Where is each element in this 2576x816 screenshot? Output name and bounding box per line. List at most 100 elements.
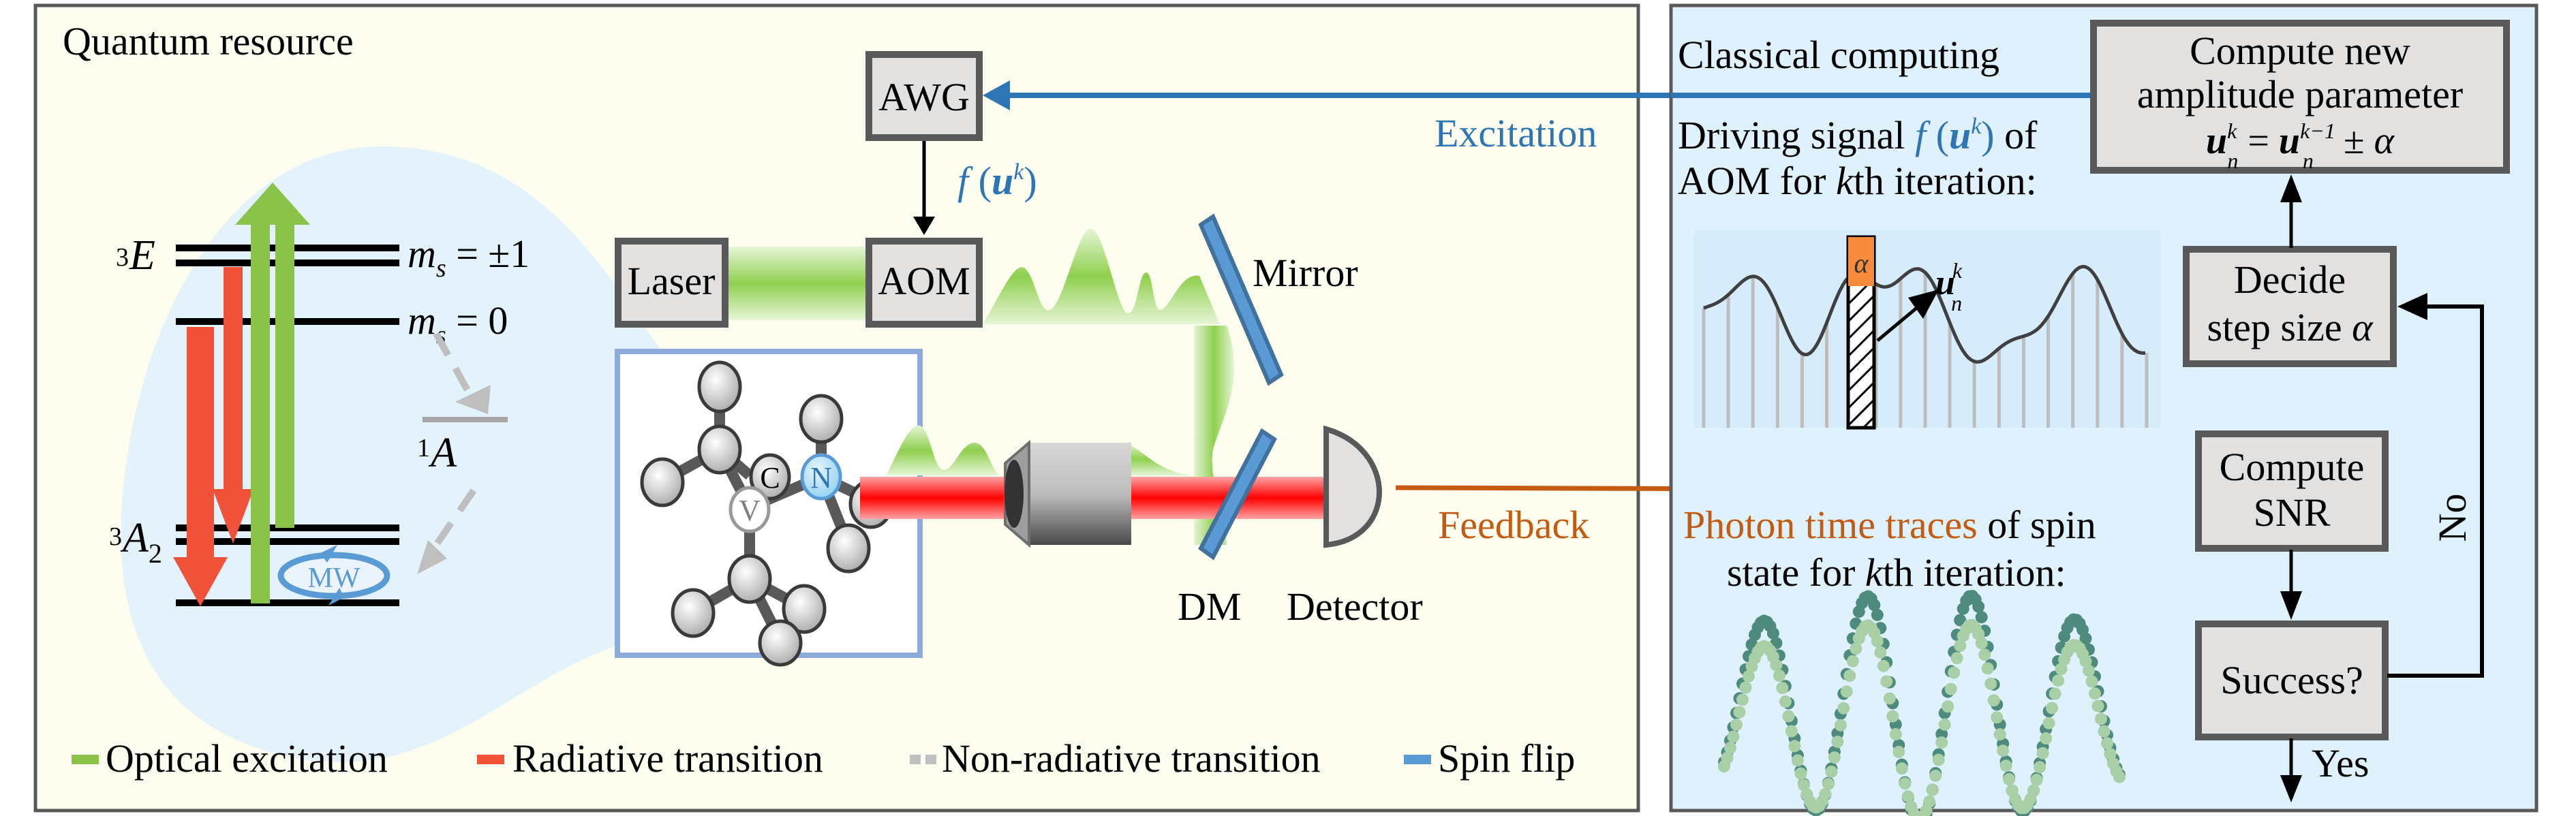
legend-label-optical: Optical excitation	[106, 736, 388, 781]
energy-level-diagram: 3 E ms = ±1 ms = 0 1 A 3 A2	[109, 183, 530, 606]
trace-point-light	[2030, 773, 2043, 786]
label-3A2-sup: 3	[109, 522, 122, 551]
trace-point-light	[1788, 740, 1801, 753]
no-loop-arrowhead	[2397, 293, 2427, 320]
trace-point-light	[1926, 783, 1939, 796]
trace-point-light	[1721, 751, 1734, 764]
trace-point-light	[2101, 737, 2113, 750]
trace-point-light	[1880, 675, 1893, 688]
trace-point-light	[1730, 718, 1743, 731]
trace-point-light	[1871, 635, 1884, 648]
trace-point-light	[1846, 655, 1859, 668]
classical-panel-title: Classical computing	[1678, 33, 1999, 77]
trace-point-light	[1944, 682, 1957, 695]
aom-box	[865, 238, 983, 328]
atom-label-v: V	[739, 494, 761, 527]
trace-point-light	[1889, 728, 1902, 740]
trace-point-dark	[1975, 611, 1988, 624]
non-radiative-arrows	[417, 332, 491, 574]
trace-point-light	[1877, 659, 1890, 672]
snr-line2: SNR	[2254, 490, 2331, 535]
snr-line1: Compute	[2220, 445, 2365, 489]
compute-new-amplitude-box	[2090, 20, 2510, 174]
trace-point-light	[2104, 748, 2117, 761]
laser-box	[615, 238, 729, 328]
trace-point-light	[1999, 759, 2012, 772]
trace-point-light	[1886, 710, 1899, 723]
compute-new-line1: Compute new	[2190, 29, 2410, 73]
drive-signal-label: f (uk)	[957, 159, 1037, 203]
trace-point-light	[2089, 687, 2101, 700]
non-radiative-path-1	[433, 332, 474, 397]
trace-point-light	[1981, 662, 1994, 675]
trace-point-light	[2036, 747, 2049, 759]
objective-lens	[1004, 439, 1131, 548]
success-label: Success?	[2220, 658, 2363, 702]
atom-h3	[799, 394, 844, 444]
decide-line2: step size α	[2207, 305, 2374, 349]
atom-h6	[671, 588, 716, 638]
u-pointer-arrowhead	[1908, 289, 1939, 319]
trace-point-light	[2042, 717, 2055, 729]
objective-aperture	[1005, 460, 1024, 528]
spin-flip-arrowhead-top	[320, 545, 337, 563]
label-3E: E	[129, 232, 155, 279]
trace-point-dark	[1871, 608, 1884, 621]
alpha-step-segment	[1848, 237, 1874, 286]
awg-to-aom-arrowhead	[913, 217, 935, 235]
atom-h8	[758, 619, 803, 667]
atom-c2	[727, 554, 772, 604]
trace-point-light	[1997, 744, 2010, 757]
waveform-background	[1694, 230, 2160, 428]
trace-point-dark	[1766, 627, 1779, 640]
driving-signal-text-line1: Driving signal f (uk) of	[1678, 113, 2038, 157]
modulated-beam-top	[983, 228, 1220, 324]
trace-point-light	[1791, 754, 1804, 767]
legend-swatch-radiative	[477, 755, 504, 764]
trace-point-light	[2040, 732, 2053, 744]
trace-point-light	[1828, 751, 1841, 764]
trace-point-light	[1770, 659, 1783, 672]
spin-flip-arrowhead-bottom	[328, 588, 344, 606]
trace-point-light	[1727, 730, 1740, 743]
legend-swatch-nonradiative-a	[910, 755, 921, 764]
optical-excitation-arrows	[235, 183, 310, 603]
trace-point-light	[1993, 728, 2006, 741]
yes-label: Yes	[2312, 741, 2369, 785]
trace-point-light	[2049, 687, 2061, 700]
optical-arrow-head	[235, 183, 310, 225]
mw-label: MW	[308, 563, 361, 594]
laser-label: Laser	[628, 259, 716, 303]
trace-point-light	[1899, 777, 1912, 790]
detector-label: Detector	[1287, 584, 1423, 629]
photon-traces-text-line2: state for kth iteration:	[1727, 550, 2066, 595]
trace-point-light	[2027, 784, 2040, 797]
modulated-beam-bottom	[886, 425, 1002, 475]
excitation-arrowhead	[983, 80, 1010, 110]
alpha-label-waveform: α	[1854, 248, 1869, 279]
legend-label-spinflip: Spin flip	[1438, 736, 1575, 781]
trace-point-light	[1779, 695, 1792, 708]
trace-point-light	[2083, 664, 2095, 677]
trace-point-light	[1984, 677, 1997, 690]
trace-point-light	[1975, 637, 1988, 650]
label-3E-sup: 3	[116, 243, 129, 272]
trace-point-light	[1895, 762, 1908, 775]
label-ms-0: ms = 0	[408, 298, 508, 349]
driving-signal-text-line2: AOM for kth iteration:	[1678, 159, 2037, 203]
dm-label: DM	[1178, 584, 1241, 629]
trace-point-light	[1724, 742, 1736, 754]
atom-label-c: C	[760, 461, 780, 495]
trace-point-light	[1776, 682, 1789, 695]
compute-snr-box	[2195, 430, 2389, 552]
trace-point-dark	[2079, 632, 2092, 645]
trace-point-light	[1850, 642, 1862, 655]
trace-point-light	[1892, 745, 1905, 758]
trace-point-light	[2113, 770, 2126, 783]
trace-point-light	[1987, 694, 2000, 707]
radiative-arrow-ms0-shaft	[187, 327, 214, 559]
photon-time-traces	[1718, 590, 2126, 816]
compute-new-line2: amplitude parameter	[2137, 72, 2463, 116]
